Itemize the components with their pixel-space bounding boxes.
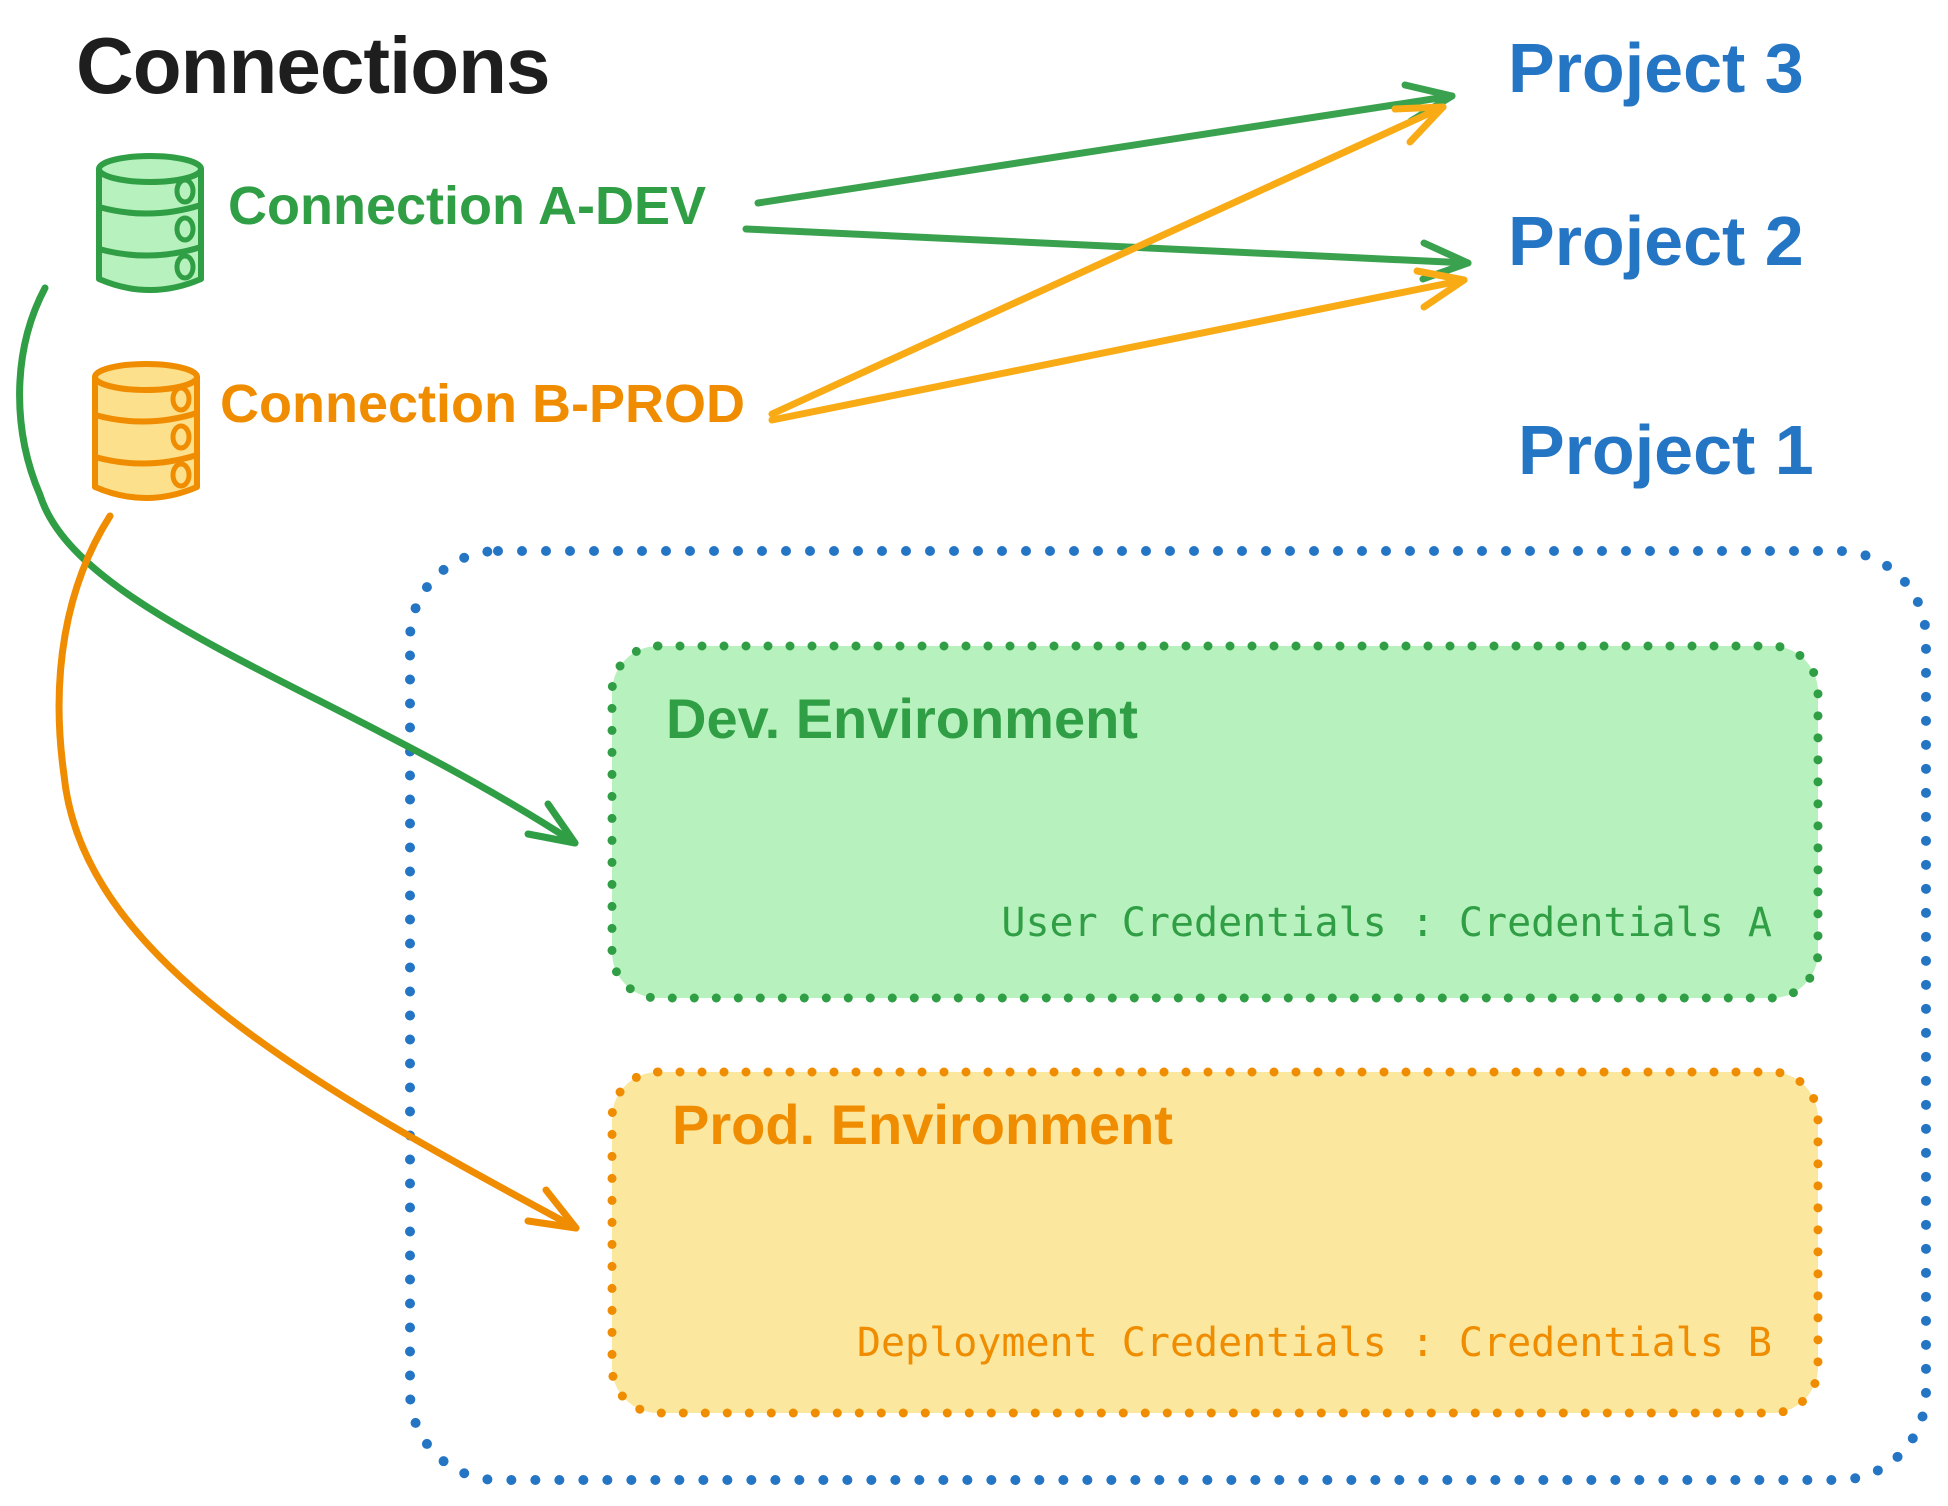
project1-container-border [410,551,1926,1480]
dev-environment-credentials: User Credentials : Credentials A [1001,900,1772,946]
prod-environment-credentials: Deployment Credentials : Credentials B [856,1320,1772,1366]
project-1-label: Project 1 [1518,411,1814,489]
arrow-adev-to-project2 [746,229,1468,279]
prod-environment-box [612,1072,1818,1413]
project-3-label: Project 3 [1508,29,1804,107]
project-2-label: Project 2 [1508,202,1804,280]
arrow-bprod-to-project3 [772,107,1443,414]
prod-environment-title: Prod. Environment [672,1093,1173,1156]
database-icon [95,364,197,498]
diagram-title: Connections [76,21,550,110]
database-icon [99,156,201,290]
dev-environment-title: Dev. Environment [666,687,1138,750]
arrow-adev-to-project3 [758,85,1452,203]
arrow-bprod-to-project2 [772,271,1464,420]
arrow-adev-to-dev-environment [20,288,575,843]
connection-a-dev-label: Connection A-DEV [228,176,706,236]
dev-environment-box [612,646,1818,998]
arrow-bprod-to-prod-environment [59,516,576,1228]
connection-b-prod-label: Connection B-PROD [220,374,745,434]
